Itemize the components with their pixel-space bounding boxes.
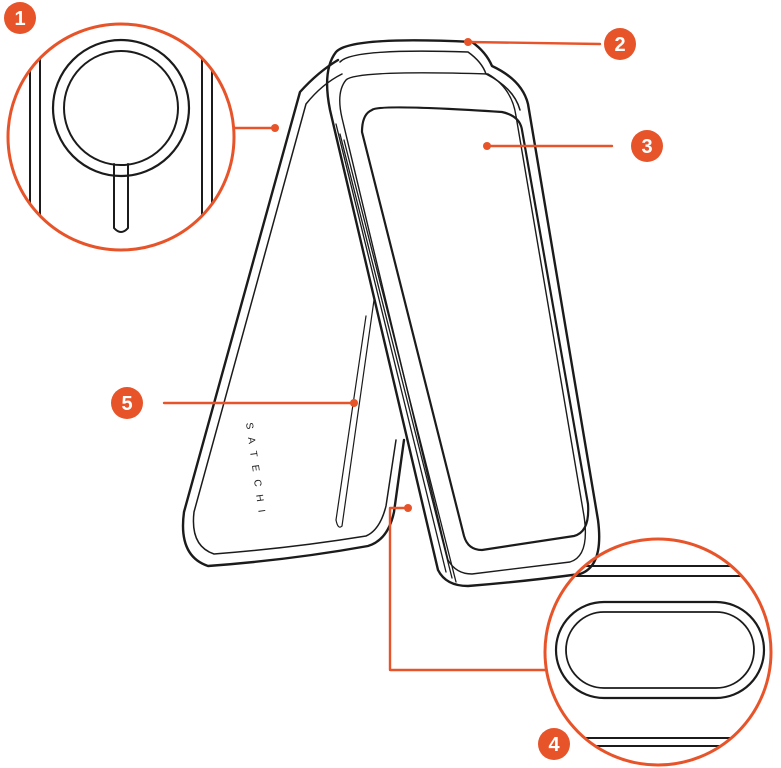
front-panel: [325, 39, 601, 588]
callout-badge-2: 2: [604, 28, 636, 60]
detail-magnetic-ring: [6, 22, 236, 252]
callout-badge-3: 3: [631, 130, 663, 162]
callout-number-2: 2: [614, 34, 625, 56]
detail-button: [543, 537, 773, 767]
callout-badge-4: 4: [538, 728, 570, 760]
callout-number-4: 4: [548, 734, 560, 756]
brand-logo: SATECHI: [243, 422, 268, 521]
callout-number-3: 3: [641, 136, 652, 158]
callout-number-1: 1: [14, 8, 25, 30]
callout-number-5: 5: [121, 393, 132, 415]
leader-line-2: [464, 38, 602, 46]
card-pocket: [360, 106, 590, 552]
callout-badge-5: 5: [111, 387, 143, 419]
stand-back-panel: [181, 58, 406, 568]
leader-line-1: [232, 124, 279, 132]
callout-badge-1: 1: [4, 2, 36, 34]
leader-line-5: [162, 399, 358, 407]
leader-line-3: [483, 142, 614, 150]
leader-line-4: [388, 504, 547, 672]
brand-text: SATECHI: [243, 422, 268, 521]
